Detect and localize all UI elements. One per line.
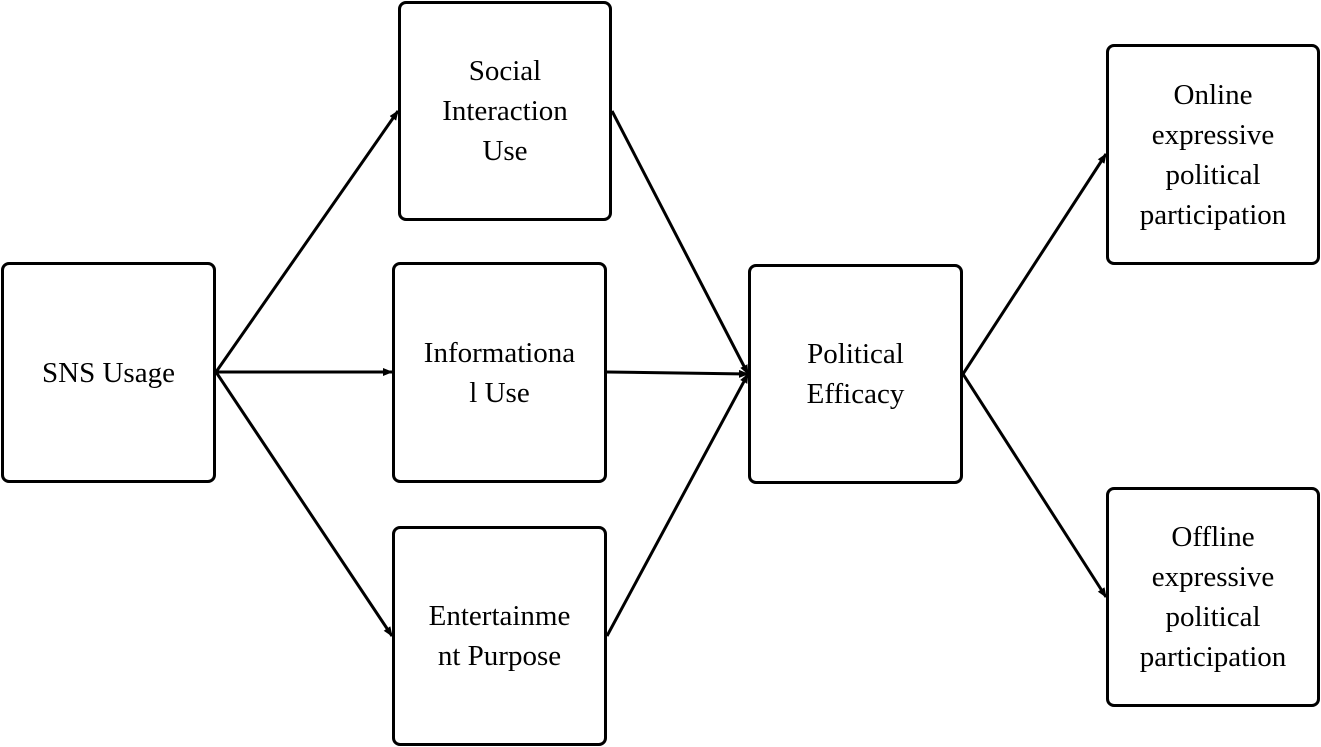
node-entertainment-purpose-label: Entertainme nt Purpose — [428, 600, 571, 672]
node-sns-usage-label: SNS Usage — [42, 356, 175, 389]
node-online-participation-label: Online expressive political participatio… — [1139, 78, 1287, 231]
node-political-efficacy: Political Efficacy — [748, 264, 963, 484]
node-informational-use-label: Informationa l Use — [423, 336, 576, 409]
arrow-efficacy-to-offline — [961, 373, 1108, 598]
node-informational-use: Informationa l Use — [392, 262, 607, 483]
arrow-efficacy-to-online — [961, 153, 1108, 375]
node-offline-participation-label: Offline expressive political participati… — [1139, 521, 1287, 673]
arrow-sns-to-social — [214, 110, 400, 373]
arrow-sns-to-entertainment — [214, 371, 394, 637]
arrow-social-to-efficacy — [610, 110, 750, 375]
node-entertainment-purpose: Entertainme nt Purpose — [392, 526, 607, 746]
arrow-info-to-efficacy — [606, 369, 749, 378]
node-sns-usage: SNS Usage — [1, 262, 216, 483]
arrow-entertainment-to-efficacy — [605, 373, 750, 637]
node-online-participation: Online expressive political participatio… — [1106, 44, 1320, 265]
node-offline-participation: Offline expressive political participati… — [1106, 487, 1320, 707]
node-political-efficacy-label: Political Efficacy — [806, 338, 905, 410]
node-social-interaction-use: Social Interaction Use — [398, 1, 612, 221]
node-social-interaction-use-label: Social Interaction Use — [442, 55, 568, 167]
